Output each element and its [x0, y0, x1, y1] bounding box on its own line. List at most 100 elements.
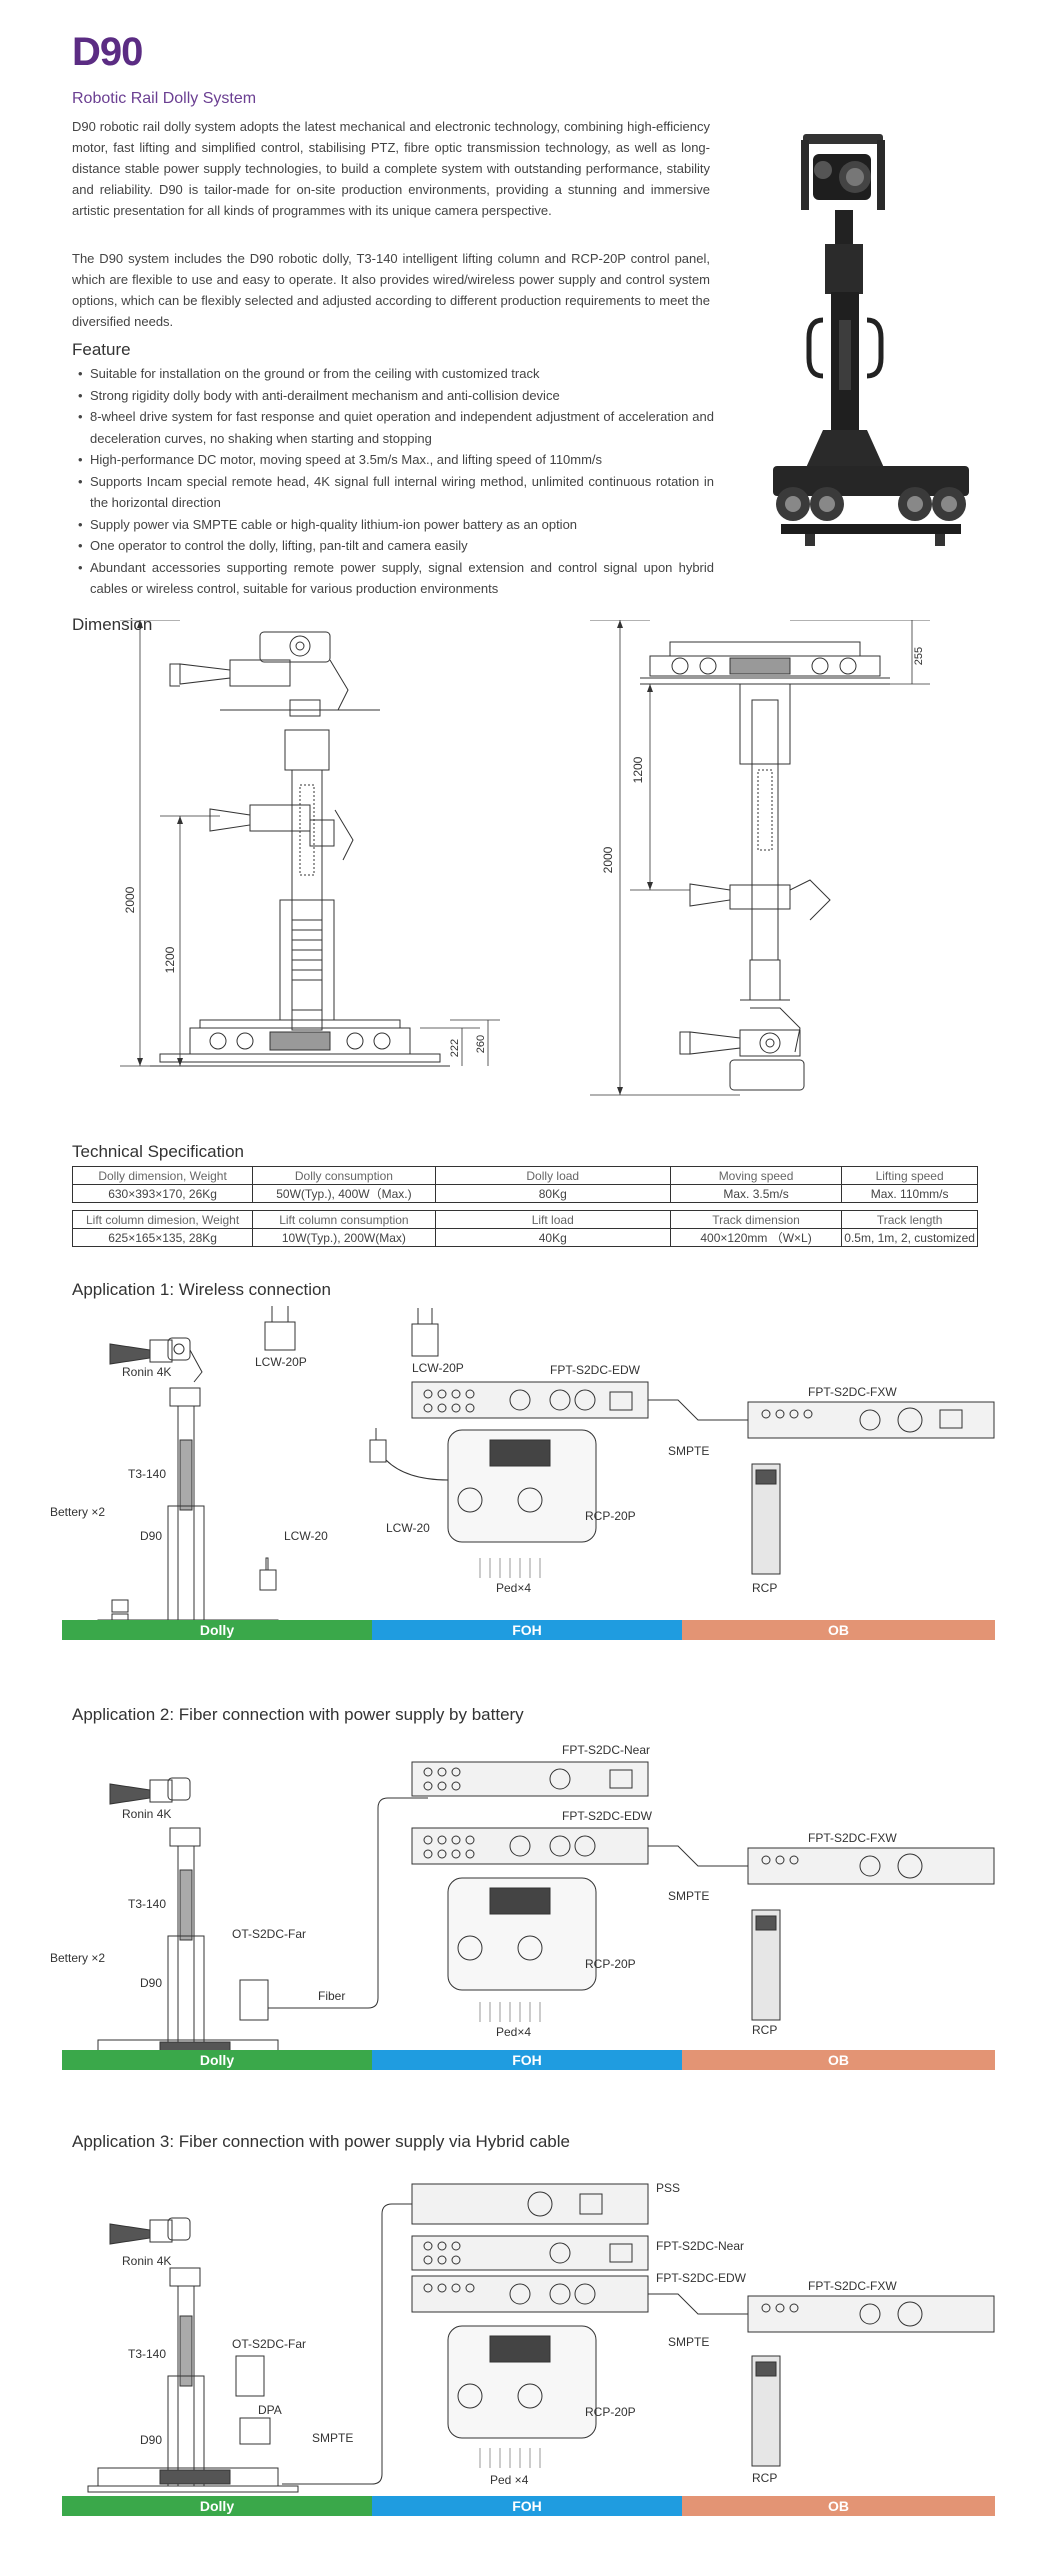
app1-heading: Application 1: Wireless connection	[72, 1280, 331, 1299]
app1-label-smpte: SMPTE	[668, 1444, 709, 1458]
app1-label-d90: D90	[140, 1529, 162, 1543]
spec-cell: Dolly dimension, Weight	[71, 1166, 254, 1185]
app2-label-battery: Bettery ×2	[50, 1951, 105, 1965]
zone-foh-2: FOH	[372, 2050, 682, 2070]
feature-item: Suitable for installation on the ground …	[74, 363, 714, 385]
spec-cell: Lift column consumption	[252, 1210, 436, 1229]
app2-diagram: FPT-S2DC-Near Ronin 4K FPT-S2DC-EDW SMPT…	[50, 1743, 995, 2050]
zone-foh-3: FOH	[372, 2496, 682, 2516]
app3-label-d90: D90	[140, 2433, 162, 2447]
spec-cell: 630×393×170, 26Kg	[71, 1184, 254, 1203]
spec-cell: Max. 3.5m/s	[669, 1184, 843, 1203]
zone-ob-3: OB	[682, 2496, 995, 2516]
intro-paragraph-2: The D90 system includes the D90 robotic …	[72, 251, 710, 329]
dimension-drawing-floor: 2000 1200 222 260	[120, 620, 500, 1067]
app2-label-near: FPT-S2DC-Near	[562, 1743, 650, 1757]
app2-label-t3: T3-140	[128, 1897, 166, 1911]
spec-cell: Lifting speed	[841, 1166, 978, 1185]
dim-left-total: 2000	[123, 886, 137, 913]
feature-item: Strong rigidity dolly body with anti-der…	[74, 385, 714, 407]
feature-item: 8-wheel drive system for fast response a…	[74, 406, 714, 449]
spec-cell: Track dimension	[669, 1210, 843, 1229]
spec-cell: 10W(Typ.), 200W(Max)	[252, 1228, 436, 1247]
app1-label-ped: Ped×4	[496, 1581, 531, 1595]
app3-label-rcp20p: RCP-20P	[585, 2405, 636, 2419]
spec-cell: 400×120mm （W×L)	[669, 1228, 843, 1247]
app2-label-edw: FPT-S2DC-EDW	[562, 1809, 653, 1823]
app2-label-far: OT-S2DC-Far	[232, 1927, 306, 1941]
app3-label-smpte2: SMPTE	[312, 2431, 353, 2445]
app3-label-far: OT-S2DC-Far	[232, 2337, 306, 2351]
feature-item: Supply power via SMPTE cable or high-qua…	[74, 514, 714, 536]
spec-header-row: Dolly dimension, Weight Dolly consumptio…	[71, 1166, 978, 1185]
page-title: D90	[72, 30, 143, 74]
app1-label-fxw: FPT-S2DC-FXW	[808, 1385, 897, 1399]
app3-label-ped: Ped ×4	[490, 2473, 529, 2487]
app3-label-near: FPT-S2DC-Near	[656, 2239, 744, 2253]
app1-diagram: Ronin 4K LCW-20P LCW-20P FPT-S2DC-EDW SM…	[50, 1306, 995, 1620]
app2-label-rcp: RCP	[752, 2023, 777, 2037]
app1-label-rcp20p: RCP-20P	[585, 1509, 636, 1523]
spec-cell: Dolly consumption	[252, 1166, 436, 1185]
dim-right-column: 1200	[631, 756, 645, 783]
feature-item: Abundant accessories supporting remote p…	[74, 557, 714, 600]
app3-label-t3: T3-140	[128, 2347, 166, 2361]
app1-label-lcw20-b: LCW-20	[386, 1521, 430, 1535]
spec-cell: 625×165×135, 28Kg	[71, 1228, 254, 1247]
spec-table: Dolly dimension, Weight Dolly consumptio…	[71, 1166, 978, 1247]
spec-cell: Max. 110mm/s	[841, 1184, 978, 1203]
app3-label-dpa: DPA	[258, 2403, 282, 2417]
spec-cell: Lift load	[434, 1210, 671, 1229]
app2-label-fxw: FPT-S2DC-FXW	[808, 1831, 897, 1845]
app2-label-ped: Ped×4	[496, 2025, 531, 2039]
app1-label-rcp: RCP	[752, 1581, 777, 1595]
spec-value-row: 630×393×170, 26Kg 50W(Typ.), 400W（Max.) …	[71, 1184, 978, 1203]
dim-left-base-b: 260	[475, 1035, 487, 1053]
product-photo	[773, 134, 969, 546]
dim-right-top: 255	[913, 647, 925, 665]
app1-label-lcw20p-a: LCW-20P	[255, 1355, 307, 1369]
spec-cell: Moving speed	[669, 1166, 843, 1185]
dim-left-base-a: 222	[449, 1039, 461, 1057]
spec-value-row: 625×165×135, 28Kg 10W(Typ.), 200W(Max) 4…	[71, 1228, 978, 1247]
feature-list: Suitable for installation on the ground …	[74, 363, 714, 600]
spec-cell: Lift column dimesion, Weight	[71, 1210, 254, 1229]
app1-label-edw: FPT-S2DC-EDW	[550, 1363, 641, 1377]
app3-heading: Application 3: Fiber connection with pow…	[72, 2132, 570, 2151]
app1-label-battery: Bettery ×2	[50, 1505, 105, 1519]
spec-heading: Technical Specification	[72, 1142, 244, 1161]
dimension-drawing-ceiling: 255 1200 2000	[590, 620, 930, 1096]
app2-label-rcp20p: RCP-20P	[585, 1957, 636, 1971]
dim-right-total: 2000	[601, 846, 615, 873]
app1-label-lcw20-a: LCW-20	[284, 1529, 328, 1543]
spec-cell: 50W(Typ.), 400W（Max.)	[252, 1184, 436, 1203]
zone-ob: OB	[682, 1620, 995, 1640]
app2-label-d90: D90	[140, 1976, 162, 1990]
app3-label-rcp: RCP	[752, 2471, 777, 2485]
intro-paragraph-1: D90 robotic rail dolly system adopts the…	[72, 119, 710, 218]
spec-cell: 0.5m, 1m, 2, customized	[841, 1228, 978, 1247]
app2-label-fiber: Fiber	[318, 1989, 345, 2003]
zone-dolly-2: Dolly	[62, 2050, 372, 2070]
app1-label-t3: T3-140	[128, 1467, 166, 1481]
spec-cell: 40Kg	[434, 1228, 671, 1247]
feature-item: High-performance DC motor, moving speed …	[74, 449, 714, 471]
zone-foh: FOH	[372, 1620, 682, 1640]
spec-cell: Track length	[841, 1210, 978, 1229]
app1-label-lcw20p-b: LCW-20P	[412, 1361, 464, 1375]
zone-ob-2: OB	[682, 2050, 995, 2070]
app3-label-ronin: Ronin 4K	[122, 2254, 171, 2268]
feature-heading: Feature	[72, 340, 131, 359]
page-subtitle: Robotic Rail Dolly System	[72, 90, 257, 107]
app2-heading: Application 2: Fiber connection with pow…	[72, 1705, 524, 1724]
dim-left-column: 1200	[163, 946, 177, 973]
zone-dolly: Dolly	[62, 1620, 372, 1640]
feature-item: One operator to control the dolly, lifti…	[74, 535, 714, 557]
spec-cell: Dolly load	[434, 1166, 671, 1185]
app2-label-smpte: SMPTE	[668, 1889, 709, 1903]
spec-header-row: Lift column dimesion, Weight Lift column…	[71, 1210, 978, 1229]
feature-item: Supports Incam special remote head, 4K s…	[74, 471, 714, 514]
app3-label-smpte: SMPTE	[668, 2335, 709, 2349]
app2-label-ronin: Ronin 4K	[122, 1807, 171, 1821]
app3-label-fxw: FPT-S2DC-FXW	[808, 2279, 897, 2293]
